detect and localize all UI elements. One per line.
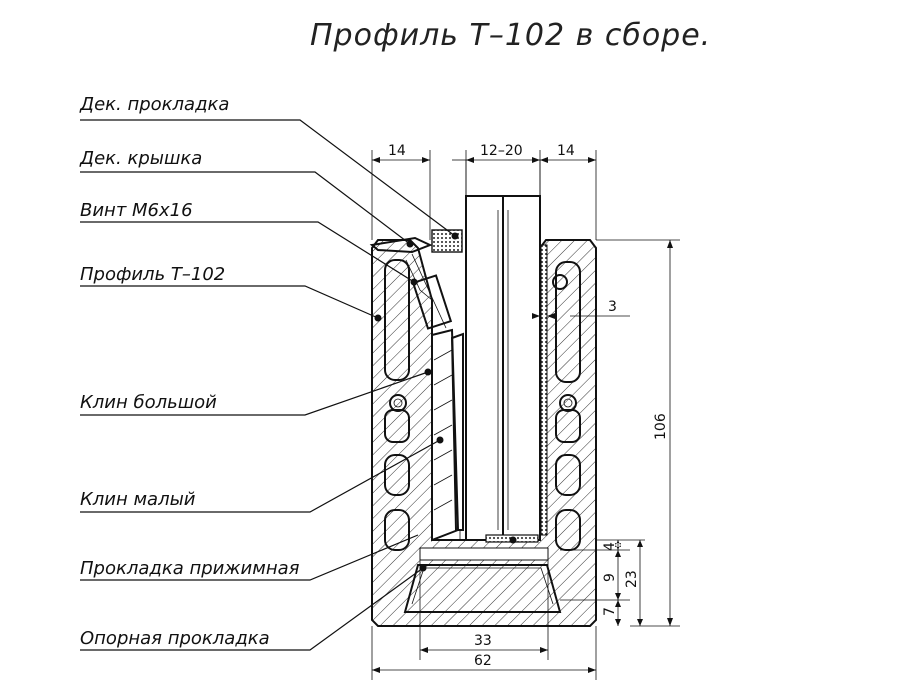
decorative-cap — [369, 236, 433, 254]
leader-lines — [80, 119, 517, 651]
dim-top-center: 12–20 — [480, 143, 523, 159]
profile-body — [371, 239, 597, 627]
side-gasket — [540, 244, 548, 536]
dim-wall: 3 — [608, 299, 617, 315]
label-opornaya-prokladka: Опорная прокладка — [80, 628, 270, 649]
support-pad — [419, 547, 549, 561]
dim-total-width: 62 — [474, 653, 492, 669]
screw-m6x16 — [405, 253, 453, 330]
dim-top-left: 14 — [388, 143, 406, 159]
glass-panel — [459, 160, 541, 541]
label-klin-bolshoy: Клин большой — [80, 392, 217, 413]
dim-height: 106 — [653, 413, 669, 440]
label-dek-prokladka: Дек. прокладка — [79, 94, 229, 115]
label-klin-malyy: Клин малый — [80, 489, 196, 510]
dim-base-9: 9 — [602, 573, 618, 582]
label-prokladka-prizhimnaya: Прокладка прижимная — [80, 558, 300, 579]
label-vint: Винт М6х16 — [80, 200, 193, 221]
wedge-teeth — [433, 349, 453, 511]
decorative-gasket — [431, 229, 463, 253]
dim-base-4: 4 — [602, 542, 618, 551]
label-profil: Профиль Т–102 — [80, 264, 225, 285]
dim-base-7: 7 — [602, 607, 618, 616]
drawing-title: Профиль Т–102 в сборе. — [310, 18, 711, 53]
wedge-small — [450, 332, 464, 531]
dim-pad-width: 33 — [474, 633, 492, 649]
dim-top-right: 14 — [557, 143, 575, 159]
label-dek-kryshka: Дек. крышка — [79, 148, 202, 169]
dimension-lines — [371, 150, 680, 680]
dim-base-23: 23 — [624, 570, 640, 588]
